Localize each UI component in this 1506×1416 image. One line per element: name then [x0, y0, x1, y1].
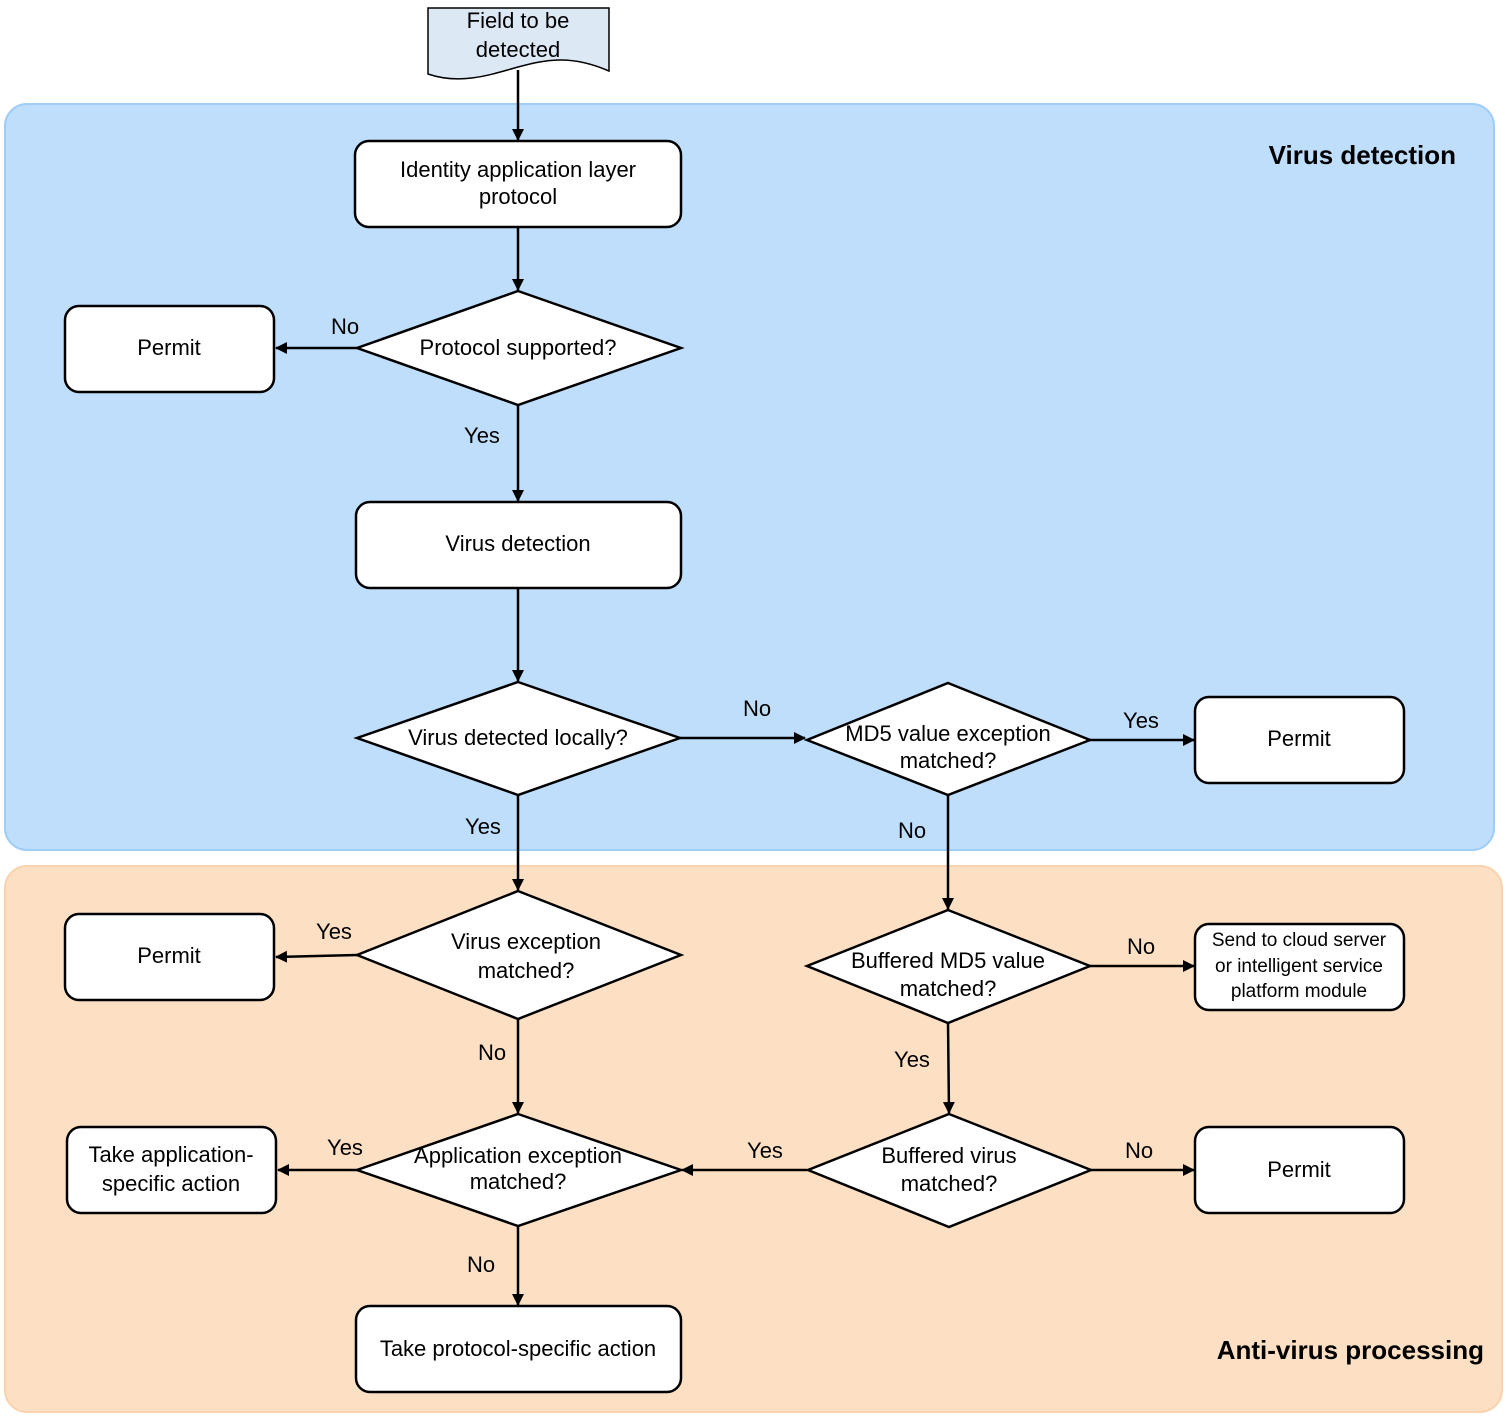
- node-label: platform module: [1231, 981, 1367, 1002]
- node-virus-exception: Virus exception matched?: [353, 889, 685, 1021]
- node-label: Virus exception: [451, 929, 601, 954]
- node-label: Identity application layer: [400, 157, 636, 182]
- node-label: Virus detection: [445, 531, 590, 556]
- node-label: matched?: [900, 976, 997, 1001]
- node-md5-exception: MD5 value exception matched?: [803, 681, 1094, 797]
- node-label: or intelligent service: [1215, 956, 1383, 977]
- node-label: Permit: [137, 335, 201, 360]
- node-buffered-virus: Buffered virus matched?: [804, 1112, 1095, 1229]
- zone-anti-virus-processing: [4, 865, 1503, 1413]
- node-label: Field to be: [467, 8, 570, 33]
- zone-title-anti-virus-processing: Anti-virus processing: [1217, 1335, 1484, 1365]
- node-label: protocol: [479, 184, 557, 209]
- node-virus-detected-locally: Virus detected locally?: [353, 680, 684, 797]
- edge-label-bmd5-yes: Yes: [894, 1047, 930, 1072]
- zone-title-virus-detection: Virus detection: [1269, 140, 1456, 170]
- node-send-to-cloud: Send to cloud server or intelligent serv…: [1193, 922, 1406, 1012]
- node-field-to-be-detected: Field to be detected: [427, 7, 610, 80]
- node-label: Permit: [1267, 1157, 1331, 1182]
- node-label: Send to cloud server: [1212, 930, 1387, 951]
- node-label: matched?: [478, 958, 575, 983]
- node-label: Buffered virus: [881, 1143, 1016, 1168]
- node-virus-detection: Virus detection: [354, 500, 683, 590]
- edge-label-appexc-no: No: [467, 1252, 495, 1277]
- node-permit-3: Permit: [63, 912, 276, 1002]
- edge-label-md5-no: No: [898, 818, 926, 843]
- edge-label-bvirus-yes: Yes: [747, 1138, 783, 1163]
- node-label: Application exception: [414, 1143, 622, 1168]
- edge-label-vexc-no: No: [478, 1040, 506, 1065]
- node-label: MD5 value exception: [845, 721, 1050, 746]
- edge-label-local-yes: Yes: [465, 814, 501, 839]
- node-protocol-supported: Protocol supported?: [353, 289, 685, 407]
- node-label: Take application-: [88, 1142, 253, 1167]
- edge-label-vexc-yes: Yes: [316, 919, 352, 944]
- edge-vexc-permit3: [275, 950, 358, 963]
- node-label: Permit: [137, 943, 201, 968]
- edges: [275, 70, 1195, 1306]
- node-permit-4: Permit: [1193, 1125, 1406, 1215]
- node-label: specific action: [102, 1171, 240, 1196]
- node-label: Buffered MD5 value: [851, 948, 1045, 973]
- nodes: Field to be detected Identity applicatio…: [63, 7, 1406, 1394]
- edge-label-bvirus-no: No: [1125, 1138, 1153, 1163]
- node-take-application-action: Take application- specific action: [65, 1125, 278, 1215]
- node-label: Permit: [1267, 726, 1331, 751]
- edge-label-protocol-yes: Yes: [464, 423, 500, 448]
- node-buffered-md5: Buffered MD5 value matched?: [803, 908, 1094, 1025]
- node-label: Virus detected locally?: [408, 725, 628, 750]
- node-label: matched?: [470, 1169, 567, 1194]
- edge-label-local-no: No: [743, 696, 771, 721]
- edge-label-md5-yes: Yes: [1123, 708, 1159, 733]
- edge-label-appexc-yes: Yes: [327, 1135, 363, 1160]
- node-label: matched?: [900, 748, 997, 773]
- edge-bmd5-bvirus: [942, 1022, 955, 1114]
- node-label: Protocol supported?: [420, 335, 617, 360]
- node-label: matched?: [901, 1171, 998, 1196]
- node-permit-1: Permit: [63, 304, 276, 394]
- edge-label-bmd5-no: No: [1127, 934, 1155, 959]
- node-application-exception: Application exception matched?: [353, 1112, 685, 1228]
- zone-virus-detection: [4, 103, 1495, 851]
- edge-label-protocol-no: No: [331, 314, 359, 339]
- node-permit-2: Permit: [1193, 695, 1406, 785]
- node-identify-protocol: Identity application layer protocol: [353, 139, 683, 229]
- node-take-protocol-action: Take protocol-specific action: [354, 1304, 683, 1394]
- edge-labels: No Yes No Yes Yes No Yes No No Yes Yes N…: [316, 314, 1159, 1277]
- node-label: detected: [476, 37, 560, 62]
- node-label: Take protocol-specific action: [380, 1336, 656, 1361]
